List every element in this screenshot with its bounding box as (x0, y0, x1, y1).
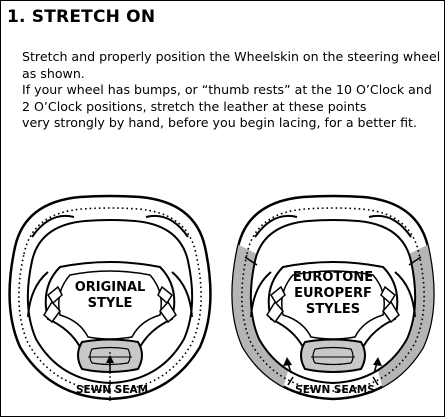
wheel-illustrations: ORIGINAL STYLE SEWN SEAM (1, 189, 444, 416)
wheel-label-line: EUROPERF (294, 286, 372, 301)
step-heading: 1. STRETCH ON (7, 7, 156, 27)
sewn-seam-caption: SEWN SEAM (76, 384, 148, 396)
original-style-wheel: ORIGINAL STYLE (8, 194, 212, 401)
wheel-label-line: STYLES (306, 302, 360, 317)
wheel-label-line: ORIGINAL (75, 280, 146, 295)
wheel-label-line: EUROTONE (293, 270, 373, 285)
arrow-up-icon (283, 357, 292, 366)
sewn-seams-caption: SEWN SEAMS (295, 384, 375, 396)
arrow-up-icon (106, 355, 114, 363)
instruction-line: very strongly by hand, before you begin … (22, 115, 417, 130)
instruction-line: Stretch and properly position the Wheels… (22, 49, 441, 64)
instruction-line: 2 O’Clock positions, stretch the leather… (22, 98, 367, 114)
wheel-label-line: STYLE (88, 296, 133, 311)
instruction-line: If your wheel has bumps, or “thumb rests… (22, 82, 432, 97)
eurotone-europerf-wheel: EUROTONE EUROPERF STYLES (231, 194, 435, 401)
instruction-line: as shown. (22, 65, 85, 81)
arrow-up-icon (373, 357, 382, 366)
instruction-text: Stretch and properly position the Wheels… (22, 49, 441, 132)
